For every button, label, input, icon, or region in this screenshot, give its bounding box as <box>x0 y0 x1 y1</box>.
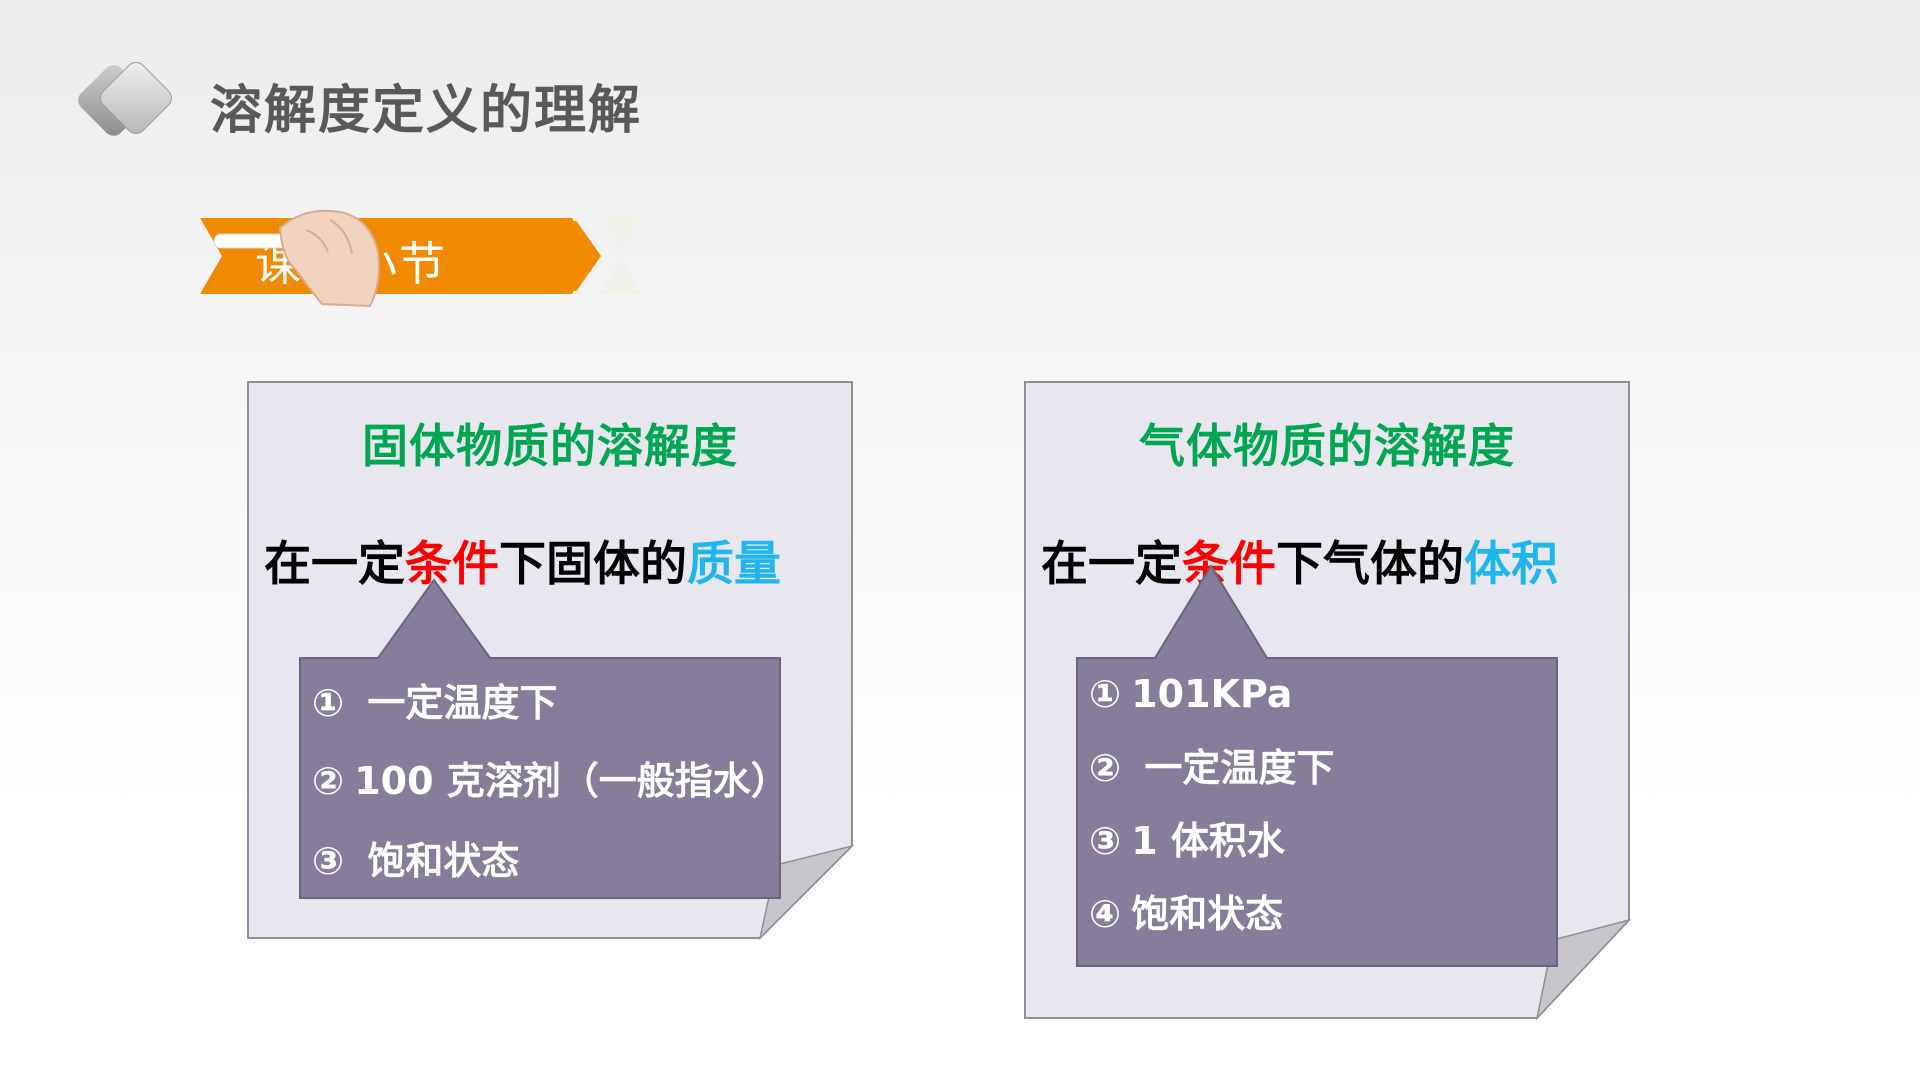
condition-item: ③ 饱和状态 <box>312 839 520 883</box>
callout-box <box>299 578 781 899</box>
definition-middle: 下固体的 <box>499 537 687 592</box>
definition-middle: 下气体的 <box>1276 537 1464 592</box>
card-title: 固体物质的溶解度 <box>362 419 738 473</box>
definition-prefix: 在一定 <box>1041 537 1182 592</box>
definition-condition-highlight: 条件 <box>1182 537 1276 592</box>
definition-text: 在一定条件下气体的体积 <box>1041 525 1558 594</box>
definition-text: 在一定条件下固体的质量 <box>264 525 781 594</box>
condition-item: ② 一定温度下 <box>1089 746 1335 790</box>
condition-item: ① 一定温度下 <box>312 681 558 725</box>
callout-box <box>1076 564 1558 967</box>
definition-condition-highlight: 条件 <box>405 537 499 592</box>
definition-quantity-highlight: 质量 <box>687 537 781 592</box>
page-title: 溶解度定义的理解 <box>210 81 643 141</box>
definition-quantity-highlight: 体积 <box>1464 537 1558 592</box>
card-title: 气体物质的溶解度 <box>1139 419 1515 473</box>
definition-prefix: 在一定 <box>264 537 405 592</box>
hand-chalk-icon <box>213 209 380 308</box>
diamond-logo-icon <box>78 62 172 136</box>
